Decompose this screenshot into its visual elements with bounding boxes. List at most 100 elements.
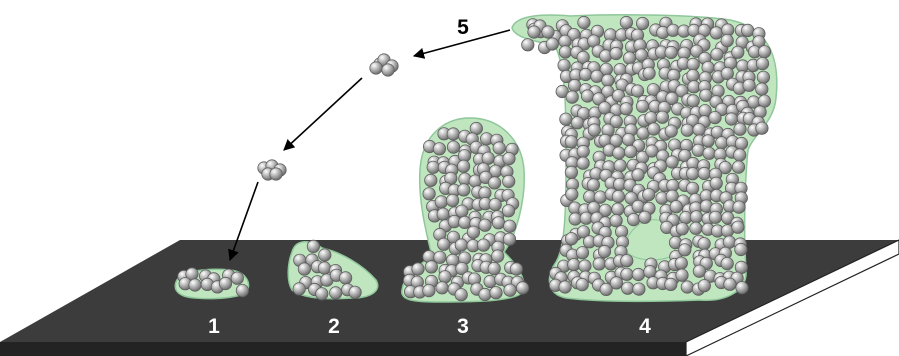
bacterium-icon xyxy=(710,177,722,189)
bacterium-icon xyxy=(447,128,459,140)
bacterium-icon xyxy=(298,263,310,275)
bacterium-icon xyxy=(624,145,636,157)
bacterium-icon xyxy=(734,149,746,161)
bacterium-icon xyxy=(712,85,724,97)
bacterium-icon xyxy=(349,286,361,298)
bacterium-icon xyxy=(427,161,439,173)
dispersal-label: 5 xyxy=(457,16,469,39)
bacterium-icon xyxy=(489,198,501,210)
bacterium-icon xyxy=(636,100,648,112)
bacterium-icon xyxy=(633,283,645,295)
bacterium-icon xyxy=(516,282,528,294)
bacterium-icon xyxy=(579,260,591,272)
bacterium-icon xyxy=(579,68,591,80)
bacterium-icon xyxy=(307,240,319,252)
bacterium-icon xyxy=(488,177,500,189)
bacterium-icon xyxy=(639,211,651,223)
bacterium-icon xyxy=(576,278,588,290)
bacterium-icon xyxy=(588,124,600,136)
bacterium-icon xyxy=(735,137,747,149)
bacterium-icon xyxy=(681,281,693,293)
bacterium-icon xyxy=(723,236,735,248)
bacterium-icon xyxy=(648,123,660,135)
bacterium-icon xyxy=(425,174,437,186)
bacterium-icon xyxy=(686,182,698,194)
bacterium-icon xyxy=(721,257,733,269)
bacterium-icon xyxy=(665,125,677,137)
bacterium-icon xyxy=(610,47,622,59)
bacterium-icon xyxy=(502,205,514,217)
bacterium-icon xyxy=(318,262,330,274)
bacterium-icon xyxy=(493,142,505,154)
bacterium-icon xyxy=(686,168,698,180)
bacterium-icon xyxy=(412,263,424,275)
bacterium-icon xyxy=(477,239,489,251)
bacterium-icon xyxy=(670,201,682,213)
bacterium-icon xyxy=(698,238,710,250)
bacterium-icon xyxy=(370,62,382,74)
bacterium-icon xyxy=(458,184,470,196)
bacterium-icon xyxy=(566,91,578,103)
bacterium-icon xyxy=(459,216,471,228)
bacterium-icon xyxy=(599,102,611,114)
bacterium-icon xyxy=(724,278,736,290)
bacterium-icon xyxy=(581,90,593,102)
bacterium-icon xyxy=(743,79,755,91)
bacterium-icon xyxy=(632,268,644,280)
bacterium-icon xyxy=(756,57,768,69)
bacterium-icon xyxy=(698,167,710,179)
bacterium-icon xyxy=(434,251,446,263)
bacterium-icon xyxy=(577,157,589,169)
bacterium-icon xyxy=(565,136,577,148)
bacterium-icon xyxy=(456,205,468,217)
bacterium-icon xyxy=(528,26,540,38)
bacterium-icon xyxy=(644,266,656,278)
bacterium-icon xyxy=(231,272,243,284)
bacterium-icon xyxy=(602,74,614,86)
bacterium-icon xyxy=(676,223,688,235)
bacterium-icon xyxy=(612,203,624,215)
bacterium-icon xyxy=(693,124,705,136)
bacterium-icon xyxy=(690,211,702,223)
bacterium-icon xyxy=(236,284,248,296)
bacterium-icon xyxy=(565,233,577,245)
bacterium-icon xyxy=(645,112,657,124)
bacterium-icon xyxy=(598,245,610,257)
bacterium-icon xyxy=(189,279,201,291)
bacterium-icon xyxy=(503,152,515,164)
bacterium-icon xyxy=(559,281,571,293)
bacterium-icon xyxy=(710,27,722,39)
bacterium-icon xyxy=(612,190,624,202)
bacterium-icon xyxy=(734,123,746,135)
bacterium-icon xyxy=(623,52,635,64)
bacterium-icon xyxy=(503,233,515,245)
bacterium-icon xyxy=(446,194,458,206)
bacterium-icon xyxy=(756,122,768,134)
bacterium-icon xyxy=(742,24,754,36)
bacterium-icon xyxy=(219,277,231,289)
bacterium-icon xyxy=(455,289,467,301)
bacterium-icon xyxy=(423,188,435,200)
bacterium-icon xyxy=(593,258,605,270)
bacterium-icon xyxy=(632,169,644,181)
bacterium-icon xyxy=(270,168,282,180)
bacterium-icon xyxy=(621,268,633,280)
bacterium-icon xyxy=(636,17,648,29)
bacterium-icon xyxy=(510,263,522,275)
bacterium-icon xyxy=(732,161,744,173)
bacterium-icon xyxy=(433,143,445,155)
dispersal-arrow-icon xyxy=(284,78,362,150)
bacterium-icon xyxy=(504,284,516,296)
bacterium-icon xyxy=(622,282,634,294)
bacterium-icon xyxy=(698,280,710,292)
bacterium-icon xyxy=(438,238,450,250)
bacterium-icon xyxy=(620,103,632,115)
bacterium-icon xyxy=(457,160,469,172)
bacterium-icon xyxy=(569,213,581,225)
bacterium-icon xyxy=(735,243,747,255)
bacterium-icon xyxy=(571,117,583,129)
bacterium-icon xyxy=(666,156,678,168)
bacterium-icon xyxy=(757,71,769,83)
bacterium-icon xyxy=(293,283,305,295)
